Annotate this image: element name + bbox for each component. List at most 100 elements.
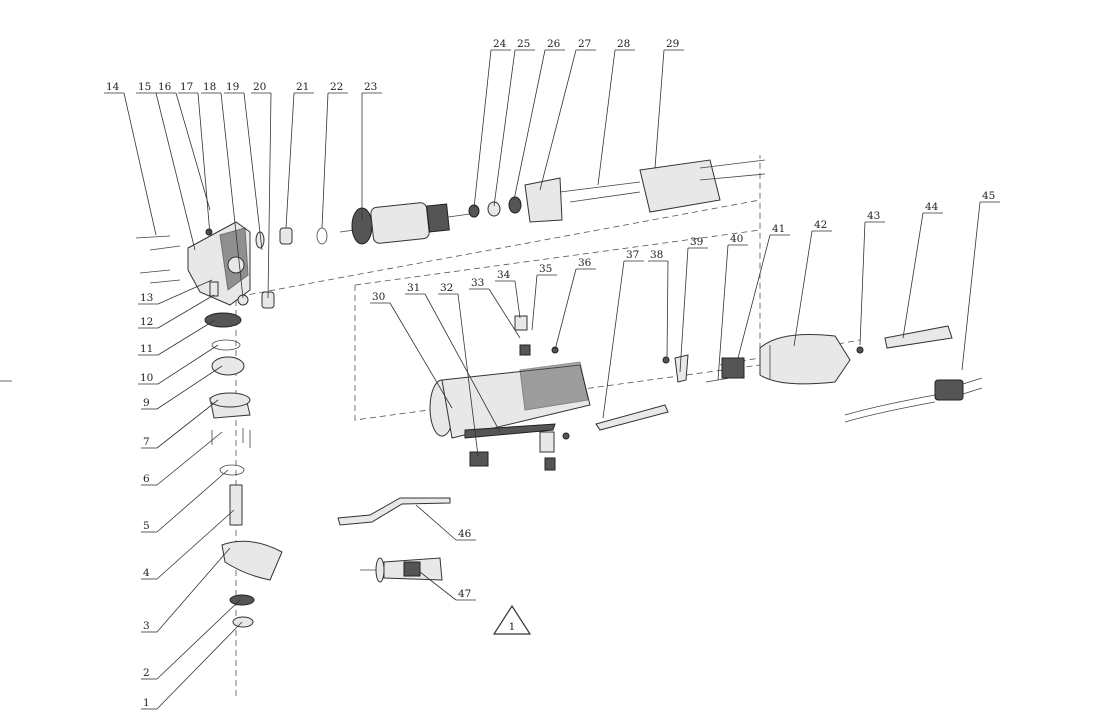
- power-plug: [844, 377, 983, 423]
- part-label-4: 4: [143, 567, 150, 579]
- part-label-22: 22: [330, 81, 343, 93]
- leader-line-p9: [156, 365, 223, 410]
- part-label-32: 32: [440, 282, 453, 294]
- leader-line-p10: [157, 344, 219, 385]
- leader-line-p11: [157, 319, 216, 356]
- part-label-16: 16: [158, 81, 172, 93]
- part-label-19: 19: [226, 81, 239, 93]
- part-label-43: 43: [867, 210, 880, 222]
- leader-line-p42: [793, 230, 813, 347]
- leader-line-p2: [156, 599, 241, 680]
- leader-line-p20: [267, 92, 272, 299]
- part-label-2: 2: [143, 667, 150, 679]
- leader-line-p33: [488, 288, 521, 339]
- part-label-29: 29: [666, 38, 679, 50]
- part-label-17: 17: [180, 81, 193, 93]
- leader-line-p26: [513, 49, 546, 201]
- leader-line-p17: [197, 92, 211, 236]
- part-label-11: 11: [140, 343, 153, 355]
- leader-line-p24: [473, 49, 492, 209]
- part-label-21: 21: [296, 81, 309, 93]
- leader-line-p29: [654, 49, 665, 169]
- part-label-12: 12: [140, 316, 153, 328]
- leader-line-p22: [321, 92, 329, 229]
- motor-housing: [429, 315, 591, 471]
- leader-line-p19: [243, 92, 263, 251]
- part-label-3: 3: [143, 620, 150, 632]
- head-screws: [135, 235, 181, 284]
- part-label-46: 46: [458, 528, 472, 540]
- part-label-7: 7: [143, 436, 150, 448]
- leader-line-p4: [156, 509, 235, 580]
- part-label-45: 45: [982, 190, 995, 202]
- part-label-27: 27: [578, 38, 591, 50]
- part-label-34: 34: [497, 269, 511, 281]
- spanner: [337, 497, 451, 526]
- leader-line-p46: [415, 504, 457, 541]
- leader-line-p35: [531, 274, 538, 331]
- leader-line-p37: [602, 260, 625, 419]
- leader-line-p38: [666, 260, 669, 359]
- leader-line-p21: [285, 92, 295, 229]
- leader-line-p28: [597, 49, 616, 186]
- part-label-38: 38: [650, 249, 663, 261]
- leader-line-p6: [156, 431, 223, 486]
- part-label-47: 47: [458, 588, 471, 600]
- leader-line-p40: [717, 244, 729, 381]
- armature: [339, 196, 522, 245]
- leader-line-p12: [157, 294, 215, 329]
- cable-guard: [856, 325, 953, 354]
- part-label-35: 35: [539, 263, 552, 275]
- part-label-23: 23: [364, 81, 377, 93]
- leader-line-p44: [902, 212, 924, 339]
- part-label-15: 15: [138, 81, 151, 93]
- part-label-1: 1: [143, 697, 150, 709]
- part-label-39: 39: [690, 236, 703, 248]
- leader-line-p36: [554, 268, 577, 351]
- brush-holder: [524, 177, 641, 223]
- part-label-25: 25: [517, 38, 530, 50]
- leader-line-p1: [156, 621, 243, 710]
- part-label-9: 9: [143, 397, 150, 409]
- part-label-33: 33: [471, 277, 484, 289]
- part-label-37: 37: [626, 249, 639, 261]
- leader-line-p3: [156, 547, 231, 633]
- part-label-30: 30: [372, 291, 385, 303]
- leader-line-p27: [539, 49, 577, 191]
- part-label-28: 28: [617, 38, 630, 50]
- part-label-26: 26: [547, 38, 561, 50]
- rear-cover: [759, 334, 851, 385]
- part-label-10: 10: [140, 372, 153, 384]
- leader-line-p5: [156, 469, 229, 533]
- leader-line-p13: [157, 279, 213, 305]
- part-label-44: 44: [925, 201, 939, 213]
- part-label-13: 13: [140, 292, 153, 304]
- part-label-41: 41: [772, 223, 785, 235]
- part-label-6: 6: [143, 473, 150, 485]
- spindle-stack: [204, 312, 283, 628]
- warning-triangle: 1: [492, 604, 532, 635]
- leader-line-p45: [961, 201, 981, 371]
- stator: [639, 159, 766, 213]
- leader-line-p39: [679, 247, 689, 373]
- part-label-5: 5: [143, 520, 150, 532]
- part-label-24: 24: [493, 38, 507, 50]
- part-label-18: 18: [203, 81, 216, 93]
- leader-line-p7: [156, 399, 219, 449]
- part-label-40: 40: [730, 233, 743, 245]
- part-label-20: 20: [253, 81, 266, 93]
- leader-line-p34: [514, 280, 521, 319]
- leader-line-p31: [424, 293, 501, 433]
- leader-line-p15: [155, 92, 196, 251]
- leader-line-p16: [175, 92, 211, 211]
- gear-housing: [187, 221, 251, 306]
- leader-line-p32: [457, 293, 479, 457]
- side-handle: [360, 557, 443, 583]
- part-label-36: 36: [578, 257, 592, 269]
- switch-parts: [595, 354, 745, 431]
- leader-line-p25: [493, 49, 516, 207]
- part-label-31: 31: [407, 282, 420, 294]
- leader-line-p41: [737, 234, 771, 359]
